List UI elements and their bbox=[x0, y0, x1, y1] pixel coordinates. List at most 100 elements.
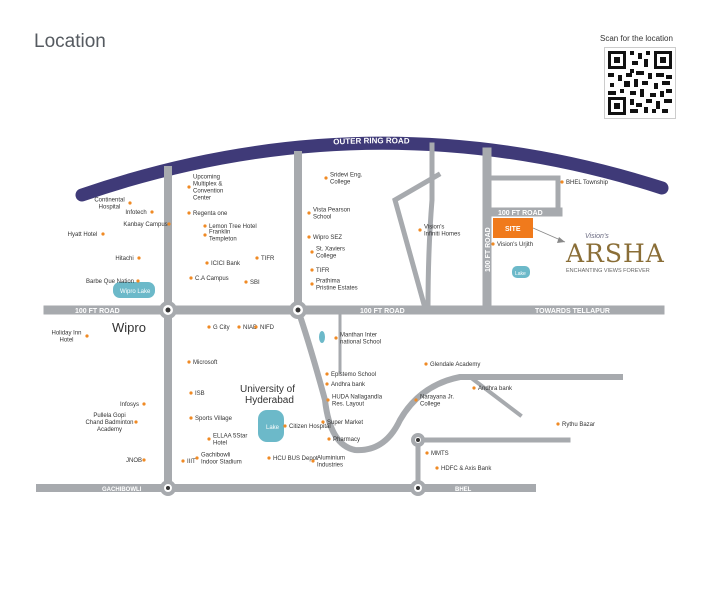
road-label-bhel: BHEL bbox=[455, 487, 472, 493]
brand-tagline: ENCHANTING VIEWS FOREVER bbox=[566, 268, 650, 274]
landmark-label: Andhra bank bbox=[478, 386, 513, 392]
landmark-dot bbox=[207, 437, 211, 441]
small-lake bbox=[319, 331, 325, 343]
uoh-lake-label: Lake bbox=[266, 425, 280, 431]
landmark-iiit: IIIT bbox=[181, 459, 196, 465]
landmark-isb: ISB bbox=[189, 391, 205, 397]
landmark-label: ICICI Bank bbox=[211, 261, 241, 267]
landmark-dot bbox=[142, 402, 146, 406]
landmark-dot bbox=[189, 391, 193, 395]
landmark-label: SBI bbox=[250, 280, 260, 286]
landmark-label: Narayana Jr.College bbox=[420, 395, 454, 408]
landmark-dot bbox=[311, 459, 315, 463]
landmark-label: TIFR bbox=[316, 268, 330, 274]
landmark-dot bbox=[189, 416, 193, 420]
landmark-label: Rythu Bazar bbox=[562, 422, 595, 428]
landmark-dot bbox=[310, 282, 314, 286]
landmark-tifr: TIFR bbox=[255, 256, 275, 262]
landmark-label: TIFR bbox=[261, 256, 275, 262]
landmark-dot bbox=[187, 360, 191, 364]
road-label-tellapur: TOWARDS TELLAPUR bbox=[535, 308, 610, 315]
landmark-dot bbox=[205, 261, 209, 265]
landmark-dot bbox=[150, 210, 154, 214]
landmark-citizen-hospital: Citizen Hospital bbox=[283, 424, 331, 430]
landmark-dot bbox=[203, 224, 207, 228]
landmark-label: Sridevi Eng.College bbox=[330, 173, 363, 186]
landmark-icici-bank: ICICI Bank bbox=[205, 261, 241, 267]
landmark-label: G City bbox=[213, 325, 230, 331]
landmark-vision-s-urjith: Vision's Urjith bbox=[491, 242, 533, 248]
landmark-label: NIFD bbox=[260, 325, 275, 331]
road-label-100ft-vertical: 100 FT ROAD bbox=[485, 227, 492, 272]
landmark-dot bbox=[310, 268, 314, 272]
landmark-dot bbox=[267, 456, 271, 460]
landmark-rythu-bazar: Rythu Bazar bbox=[556, 422, 595, 428]
landmark-dot bbox=[189, 276, 193, 280]
outer-ring-road-label: OUTER RING ROAD bbox=[333, 136, 410, 146]
landmark-sbi: SBI bbox=[244, 280, 260, 286]
landmark-dot bbox=[307, 235, 311, 239]
brand-prefix: Vision's bbox=[585, 233, 609, 240]
landmark-epistemo-school: Epistemo School bbox=[325, 372, 376, 378]
landmark-bhel-township: BHEL Township bbox=[560, 180, 609, 186]
landmark-dot bbox=[556, 422, 560, 426]
landmark-c-a-campus: C.A Campus bbox=[189, 276, 229, 282]
landmark-g-city: G City bbox=[207, 325, 230, 331]
site-marker[interactable] bbox=[493, 218, 533, 238]
road-curve bbox=[294, 306, 623, 454]
landmark-label: Hitachi bbox=[115, 256, 133, 262]
landmark-label: IIIT bbox=[187, 459, 196, 465]
landmark-glendale-academy: Glendale Academy bbox=[424, 362, 480, 368]
road-infiniti-1 bbox=[425, 142, 435, 311]
road-label-100ft-left: 100 FT ROAD bbox=[75, 308, 120, 315]
landmark-label: Pharmacy bbox=[333, 437, 360, 443]
landmark-label: Infotech bbox=[125, 210, 146, 216]
landmark-dot bbox=[136, 279, 140, 283]
landmark-regenta-one: Regenta one bbox=[187, 211, 228, 217]
landmark-dot bbox=[325, 372, 329, 376]
landmark-infosys: Infosys bbox=[120, 402, 146, 408]
landmark-dot bbox=[254, 325, 258, 329]
landmark-microsoft: Microsoft bbox=[187, 360, 218, 366]
landmark-lemon-tree-hotel: Lemon Tree Hotel bbox=[203, 224, 257, 230]
landmark-dot bbox=[560, 180, 564, 184]
landmark-infotech: Infotech bbox=[125, 210, 154, 216]
landmark-label: Kanbay Campus bbox=[123, 222, 167, 228]
landmark-label: Regenta one bbox=[193, 211, 228, 217]
landmark-tifr: TIFR bbox=[310, 268, 330, 274]
landmark-label: ISB bbox=[195, 391, 205, 397]
landmark-label: Vision's Urjith bbox=[497, 242, 533, 248]
landmark-hdfc-axis-bank: HDFC & Axis Bank bbox=[435, 466, 492, 472]
landmark-label: NIAB bbox=[243, 325, 257, 331]
landmark-dot bbox=[187, 185, 191, 189]
landmark-dot bbox=[181, 459, 185, 463]
landmark-label: BHEL Township bbox=[566, 180, 609, 186]
qr-code-icon[interactable] bbox=[604, 47, 676, 119]
landmark-niab: NIAB bbox=[237, 325, 257, 331]
landmark-dot bbox=[207, 325, 211, 329]
landmark-dot bbox=[283, 424, 287, 428]
landmark-andhra-bank: Andhra bank bbox=[325, 382, 366, 388]
landmark-dot bbox=[326, 398, 330, 402]
road-label-100ft-top: 100 FT ROAD bbox=[498, 210, 543, 217]
